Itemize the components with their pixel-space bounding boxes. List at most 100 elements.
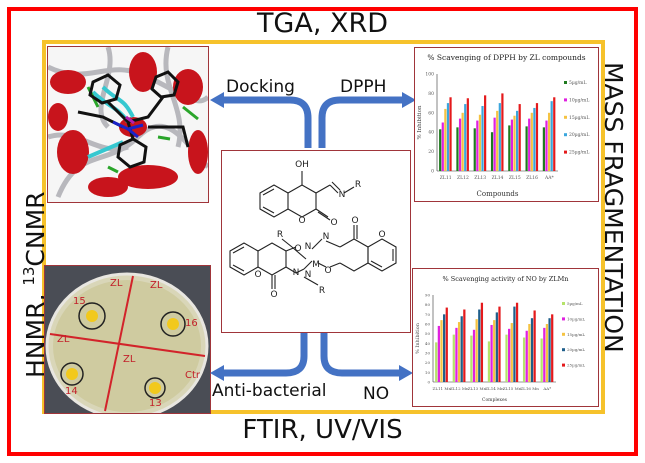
x-tick-label: ZL11 xyxy=(440,175,452,181)
y-tick-label: 60 xyxy=(428,110,434,116)
plate-label-15: 15 xyxy=(73,296,86,307)
bar xyxy=(487,341,491,382)
label-o8: O xyxy=(378,230,385,240)
protein-docking-illustration xyxy=(48,47,208,202)
chart-title: % Scavenging of DPPH by ZL compounds xyxy=(427,53,585,62)
legend-label: 15µg/mL xyxy=(569,115,589,121)
bar xyxy=(530,112,533,171)
x-tick-label: AA* xyxy=(542,386,551,391)
bar xyxy=(461,112,464,171)
y-tick-label: 20 xyxy=(428,149,434,155)
y-tick-label: 100 xyxy=(425,72,434,78)
bar xyxy=(449,97,452,171)
y-tick-label: 20 xyxy=(425,360,431,365)
legend-swatch xyxy=(564,150,567,154)
plate-label-16: 16 xyxy=(185,318,198,329)
bar xyxy=(478,309,481,382)
label-n2: N xyxy=(305,242,312,252)
bar xyxy=(545,324,549,382)
legend-swatch xyxy=(562,363,565,367)
legend-swatch xyxy=(564,98,567,102)
bar xyxy=(495,312,498,382)
dpph-label: DPPH xyxy=(340,77,387,97)
x-tick-label: ZL15 xyxy=(509,175,521,181)
bar xyxy=(460,316,463,382)
bar xyxy=(551,314,554,382)
x-tick-label: ZL11 Mn xyxy=(433,386,452,391)
bar xyxy=(437,325,440,382)
bar xyxy=(553,97,556,171)
docking-label: Docking xyxy=(226,77,295,97)
x-tick-label: ZL16 xyxy=(526,175,538,181)
arrowhead-dpph xyxy=(402,92,416,108)
legend-swatch xyxy=(564,81,567,84)
bar xyxy=(513,306,516,382)
bar xyxy=(528,118,531,171)
x-tick-label: ZL14 xyxy=(492,175,504,181)
label-n1: N xyxy=(339,190,346,200)
legend-label: 10µg/mL xyxy=(567,316,585,321)
bar xyxy=(466,98,469,171)
plate-label-13: 13 xyxy=(149,398,162,409)
bar xyxy=(484,95,487,171)
y-tick-label: 40 xyxy=(428,130,434,136)
bar xyxy=(463,309,466,382)
label-m: M xyxy=(312,260,320,270)
label-o3: O xyxy=(294,244,301,254)
label-r2: R xyxy=(277,230,283,240)
bar xyxy=(518,104,521,171)
bar xyxy=(493,117,496,171)
legend-swatch xyxy=(564,133,567,137)
bar xyxy=(443,314,446,382)
bar xyxy=(490,324,493,382)
chemical-structure: OH N R O O R N N O M O N R O O O O N xyxy=(229,160,397,300)
chart-title: % Scavenging activity of NO by ZLMn xyxy=(443,275,569,283)
y-tick-label: 90 xyxy=(425,293,431,298)
plate-label-14: 14 xyxy=(65,386,78,397)
bar xyxy=(525,330,528,382)
label-n5: N xyxy=(293,268,300,278)
legend-swatch xyxy=(562,332,565,336)
bar xyxy=(508,125,511,171)
x-axis-label: Complexes xyxy=(482,397,508,403)
x-tick-label: ZL16 Mn xyxy=(520,386,539,391)
plate-label-control: Ctr xyxy=(185,370,201,381)
x-tick-label: ZL13 xyxy=(474,175,486,181)
bar xyxy=(452,334,455,382)
bar xyxy=(476,120,479,171)
bar xyxy=(458,118,462,171)
arrow-dpph xyxy=(318,96,405,148)
legend-label: 20µg/mL xyxy=(569,132,589,138)
y-axis-label: % Inhibition xyxy=(417,105,423,140)
dpph-chart-panel: % Scavenging of DPPH by ZL compounds 0 20 4… xyxy=(414,47,599,202)
y-tick-label: 0 xyxy=(431,169,434,175)
legend-swatch xyxy=(562,348,565,352)
y-tick-label: 30 xyxy=(425,351,431,356)
legend-label: 20µg/mL xyxy=(567,347,585,352)
legend-label: 25µg/mL xyxy=(569,150,589,156)
no-chart: % Scavenging activity of NO by ZLMn01020… xyxy=(415,275,585,403)
plate-label-zl-4: ZL xyxy=(123,354,136,365)
arrowhead-no xyxy=(399,365,413,381)
bar xyxy=(455,327,458,382)
bar xyxy=(515,110,519,171)
bottom-label: FTIR, UV/VIS xyxy=(242,415,403,445)
bar xyxy=(545,120,548,171)
y-axis-label: % Inhibition xyxy=(415,322,421,354)
legend-label: 5µg/mL xyxy=(567,301,583,306)
bar xyxy=(445,307,448,382)
label-r1: R xyxy=(355,180,361,190)
bar xyxy=(490,132,494,171)
arrowhead-antibacterial xyxy=(210,365,224,381)
legend-label: 5µg/mL xyxy=(569,80,586,86)
docking-image xyxy=(47,46,209,203)
bar xyxy=(493,320,496,382)
bar xyxy=(510,323,513,382)
y-tick-label: 80 xyxy=(428,91,434,97)
bar xyxy=(480,302,484,382)
plate-label-zl-3: ZL xyxy=(57,334,70,345)
arrow-no xyxy=(320,333,403,377)
bar xyxy=(444,108,447,171)
bar xyxy=(528,324,531,382)
